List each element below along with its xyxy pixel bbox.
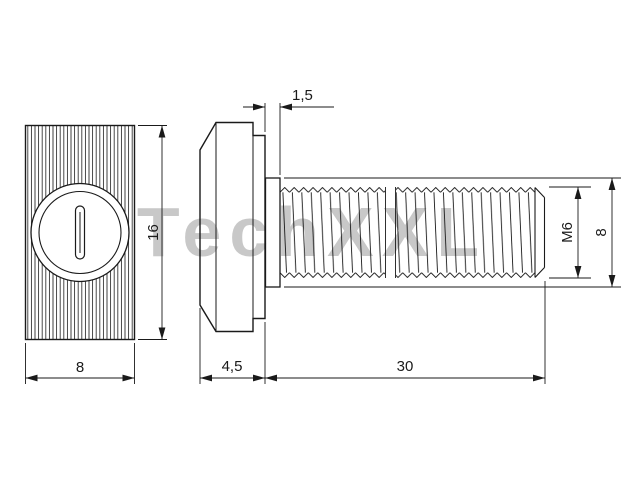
dimension-head-depth	[199, 308, 266, 384]
dimension-label-front-width: 8	[76, 359, 84, 376]
front-view-head-outline	[24, 124, 136, 341]
dimension-thread-length	[265, 281, 546, 384]
dimension-collar-diameter	[284, 177, 621, 288]
front-view	[24, 124, 136, 341]
dimension-label-collar-diameter: 8	[593, 228, 610, 236]
dimension-label-thread-length: 30	[397, 358, 414, 375]
dimension-lip	[243, 103, 334, 175]
dimension-front-height	[138, 125, 167, 340]
dimension-label-thread-spec: M6	[559, 222, 576, 243]
side-view-thread-segment-right	[396, 187, 535, 278]
thread-end-chamfer-top	[534, 187, 545, 198]
dimension-thread-spec	[549, 186, 591, 279]
side-view-thread-segment-left	[280, 187, 385, 278]
dimension-labels: 16 8 1,5 4,5 30 M6 8	[76, 87, 610, 376]
side-view-collar	[264, 177, 281, 288]
dimension-label-head-depth: 4,5	[222, 358, 243, 375]
thread-end-chamfer-bottom	[534, 267, 545, 278]
dimensions	[25, 103, 621, 384]
dimension-label-front-height: 16	[145, 224, 162, 241]
dimension-front-width	[25, 343, 135, 384]
dimension-label-lip: 1,5	[292, 87, 313, 104]
side-view	[199, 121, 546, 333]
front-view-boss-inner-circle	[38, 190, 122, 275]
